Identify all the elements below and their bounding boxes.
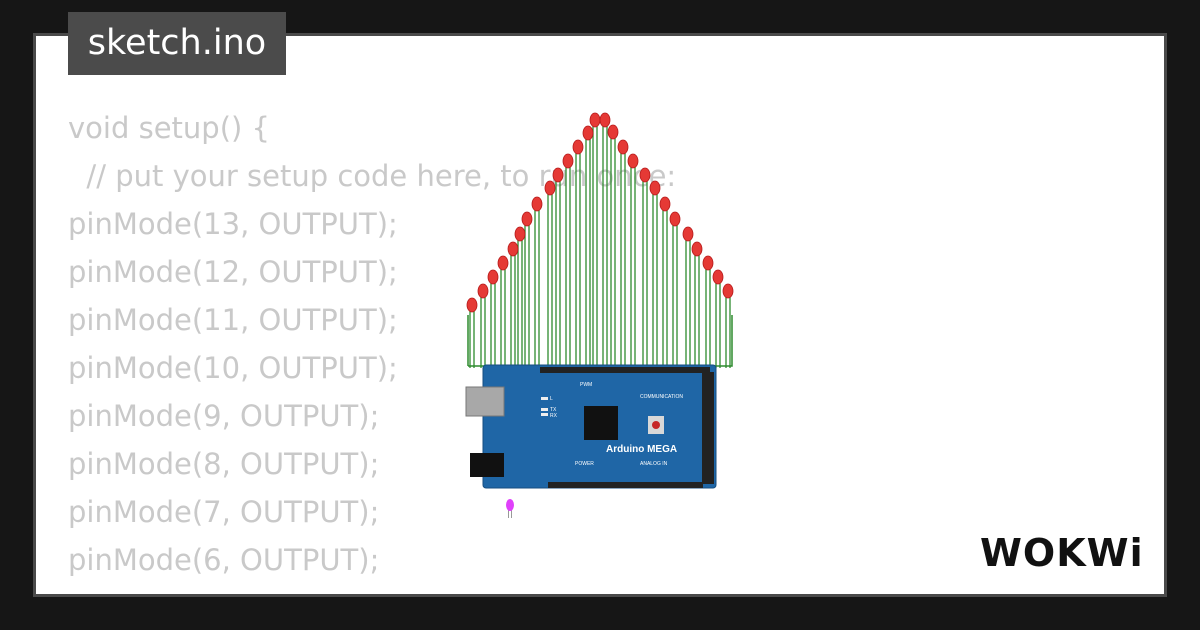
label-l: L: [550, 396, 553, 402]
wire: [652, 194, 658, 368]
label-communication: COMMUNICATION: [640, 394, 683, 400]
wire: [490, 283, 496, 368]
red-led: [712, 269, 724, 285]
wire: [592, 126, 598, 368]
red-led: [544, 180, 556, 196]
pink-led: [506, 499, 514, 518]
preview-card: void setup() { // put your setup code he…: [33, 33, 1167, 597]
red-led: [617, 139, 629, 155]
wire: [642, 181, 648, 368]
code-line: pinMode(7, OUTPUT);: [68, 495, 380, 529]
wire: [480, 297, 486, 368]
power-jack: [470, 453, 504, 477]
red-led: [552, 167, 564, 183]
wire: [694, 255, 700, 368]
wire: [575, 153, 581, 368]
red-led: [477, 283, 489, 299]
code-line: pinMode(10, OUTPUT);: [68, 351, 398, 385]
label-pwm: PWM: [580, 382, 592, 388]
red-led: [572, 139, 584, 155]
red-led: [639, 167, 651, 183]
code-line: pinMode(8, OUTPUT);: [68, 447, 380, 481]
code-line: pinMode(11, OUTPUT);: [68, 303, 398, 337]
wokwi-logo-text: WOKWi: [980, 531, 1144, 575]
red-led: [582, 125, 594, 141]
code-line: pinMode(12, OUTPUT);: [68, 255, 398, 289]
wire: [565, 167, 571, 368]
right-header: [702, 372, 714, 484]
red-led: [507, 241, 519, 257]
code-line: pinMode(5, OUTPUT);: [68, 584, 676, 594]
red-led: [702, 255, 714, 271]
wires: [467, 126, 733, 368]
red-led: [669, 211, 681, 227]
wire: [585, 139, 591, 368]
red-led: [691, 241, 703, 257]
wire: [534, 210, 540, 368]
wire: [547, 194, 553, 368]
red-led: [497, 255, 509, 271]
code-line: pinMode(13, OUTPUT);: [68, 207, 398, 241]
red-led: [531, 196, 543, 212]
onboard-led-tx: [541, 408, 548, 411]
red-led: [627, 153, 639, 169]
wokwi-logo: WOKWi: [980, 531, 1144, 575]
microcontroller-chip: [584, 406, 618, 440]
reset-button-cap: [652, 421, 660, 429]
label-analog-in: ANALOG IN: [640, 461, 668, 467]
code-listing: void setup() { // put your setup code he…: [68, 104, 677, 594]
red-led: [682, 226, 694, 242]
red-led: [487, 269, 499, 285]
wire: [715, 283, 721, 368]
wire: [469, 311, 475, 368]
wire: [672, 225, 678, 368]
code-line: // put your setup code here, to run once…: [68, 159, 677, 193]
onboard-led-rx: [541, 413, 548, 416]
red-led: [562, 153, 574, 169]
wire: [725, 297, 731, 368]
red-led: [659, 196, 671, 212]
wire: [630, 167, 636, 368]
top-header: [540, 367, 710, 373]
label-power: POWER: [575, 461, 594, 467]
red-led: [599, 112, 611, 128]
label-rx: RX: [550, 413, 558, 419]
wire: [620, 153, 626, 368]
board-name: Arduino MEGA: [606, 444, 677, 455]
wire: [517, 240, 523, 368]
wire: [705, 269, 711, 368]
red-led: [589, 112, 601, 128]
bottom-header: [548, 482, 703, 488]
wire: [610, 138, 616, 368]
wire: [524, 225, 530, 368]
red-led: [649, 180, 661, 196]
arduino-mega-board: L TX RX PWM COMMUNICATION POWER ANALOG I…: [465, 364, 717, 489]
wire: [500, 269, 506, 368]
wire: [662, 210, 668, 368]
wire: [510, 255, 516, 368]
wire: [555, 181, 561, 368]
file-name-badge: sketch.ino: [68, 12, 286, 75]
code-line: pinMode(6, OUTPUT);: [68, 543, 380, 577]
wire: [685, 240, 691, 368]
code-line: void setup() {: [68, 111, 270, 145]
wire-bus: [467, 315, 733, 367]
label-tx: TX: [550, 407, 557, 413]
wire: [602, 126, 608, 368]
red-led: [514, 226, 526, 242]
red-led: [607, 124, 619, 140]
usb-port: [465, 386, 505, 417]
led-array: [466, 112, 734, 313]
red-led: [466, 297, 478, 313]
code-line: pinMode(9, OUTPUT);: [68, 399, 380, 433]
onboard-led-l: [541, 397, 548, 400]
red-led: [521, 211, 533, 227]
red-led: [722, 283, 734, 299]
